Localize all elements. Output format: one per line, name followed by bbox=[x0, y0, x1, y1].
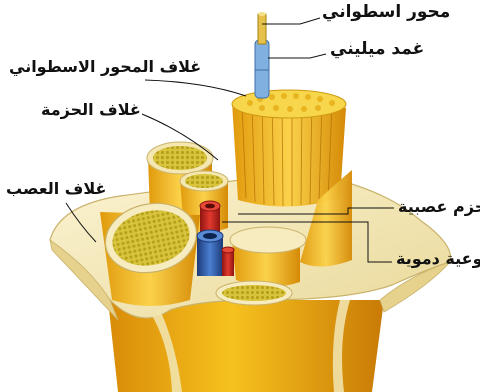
label-fascicles: حزم عصبية bbox=[398, 199, 480, 215]
label-endoneurium: غلاف المحور الاسطواني bbox=[9, 59, 201, 75]
axon-fiber bbox=[255, 12, 269, 98]
fascicle-front-right bbox=[230, 227, 306, 287]
leader-endoneurium bbox=[145, 80, 246, 96]
fascicle-main bbox=[232, 90, 346, 207]
leader-axon bbox=[262, 18, 320, 24]
artery-small bbox=[222, 247, 234, 276]
label-myelin-sheath: غمد ميليني bbox=[330, 41, 424, 58]
label-epineurium: غلاف العصب bbox=[6, 181, 106, 197]
label-perineurium: غلاف الحزمة bbox=[41, 102, 141, 118]
leader-myelin bbox=[268, 54, 326, 58]
label-blood-vessels: أوعية دموية bbox=[396, 251, 480, 267]
vein bbox=[197, 230, 223, 276]
label-axon: محور اسطواني bbox=[322, 4, 450, 21]
fascicle-bottom bbox=[216, 281, 292, 305]
